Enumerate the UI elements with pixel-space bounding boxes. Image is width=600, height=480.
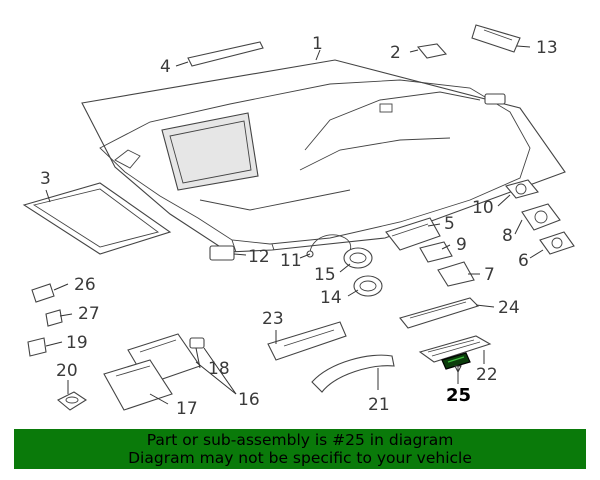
parts-diagram: 1 2 13 4 3 12 10 8 6 5 9 7 11 15 14 24 2… xyxy=(22,24,575,419)
part-24-trim xyxy=(399,297,480,329)
part-6-lamp xyxy=(539,231,575,255)
label-5: 5 xyxy=(444,214,455,234)
part-8-lamp xyxy=(521,203,561,231)
label-19: 19 xyxy=(66,333,88,353)
info-banner: Part or sub-assembly is #25 in diagram D… xyxy=(14,429,586,469)
label-27: 27 xyxy=(78,304,100,324)
leader-lines xyxy=(45,45,544,405)
part-5-module xyxy=(385,217,441,251)
label-25: 25 xyxy=(446,385,471,406)
part-12-clip xyxy=(209,245,235,261)
label-14: 14 xyxy=(320,288,342,308)
banner-line-2: Diagram may not be specific to your vehi… xyxy=(128,449,472,467)
label-13: 13 xyxy=(536,38,558,58)
label-20: 20 xyxy=(56,361,78,381)
part-27-clip xyxy=(45,309,63,327)
part-18-clip xyxy=(189,337,205,349)
label-16: 16 xyxy=(238,390,260,410)
label-6: 6 xyxy=(518,251,529,271)
label-11: 11 xyxy=(280,251,302,271)
label-15: 15 xyxy=(314,265,336,285)
label-4: 4 xyxy=(160,57,171,77)
part-14-ring xyxy=(353,275,383,297)
label-8: 8 xyxy=(502,226,513,246)
part-4-strip xyxy=(187,41,264,67)
label-2: 2 xyxy=(390,43,401,63)
label-3: 3 xyxy=(40,169,51,189)
label-9: 9 xyxy=(456,235,467,255)
label-17: 17 xyxy=(176,399,198,419)
label-18: 18 xyxy=(208,359,230,379)
part-25-highlighted xyxy=(441,352,471,370)
label-22: 22 xyxy=(476,365,498,385)
label-24: 24 xyxy=(498,298,520,318)
part-21-handle xyxy=(311,354,395,393)
part-20-cup xyxy=(57,391,88,411)
label-21: 21 xyxy=(368,395,390,415)
part-26-clip xyxy=(31,283,55,303)
part-23-bracket xyxy=(267,321,347,361)
part-2-pad xyxy=(416,43,448,59)
label-7: 7 xyxy=(484,265,495,285)
part-13-bracket xyxy=(471,24,521,53)
part-11-cable xyxy=(306,234,352,258)
part-22-housing xyxy=(418,335,492,363)
label-10: 10 xyxy=(472,198,494,218)
part-9-module xyxy=(419,241,453,263)
part-15-ring xyxy=(343,247,373,269)
banner-line-1: Part or sub-assembly is #25 in diagram xyxy=(146,431,454,449)
part-19-clip xyxy=(27,337,47,357)
label-12: 12 xyxy=(248,247,270,267)
label-23: 23 xyxy=(262,309,284,329)
label-1: 1 xyxy=(312,34,323,54)
part-3-panel xyxy=(22,182,172,255)
part-10-lamp xyxy=(505,179,539,199)
label-26: 26 xyxy=(74,275,96,295)
headliner-part-1 xyxy=(81,59,566,253)
part-7-module xyxy=(437,261,475,287)
part-17-visor xyxy=(103,359,173,411)
